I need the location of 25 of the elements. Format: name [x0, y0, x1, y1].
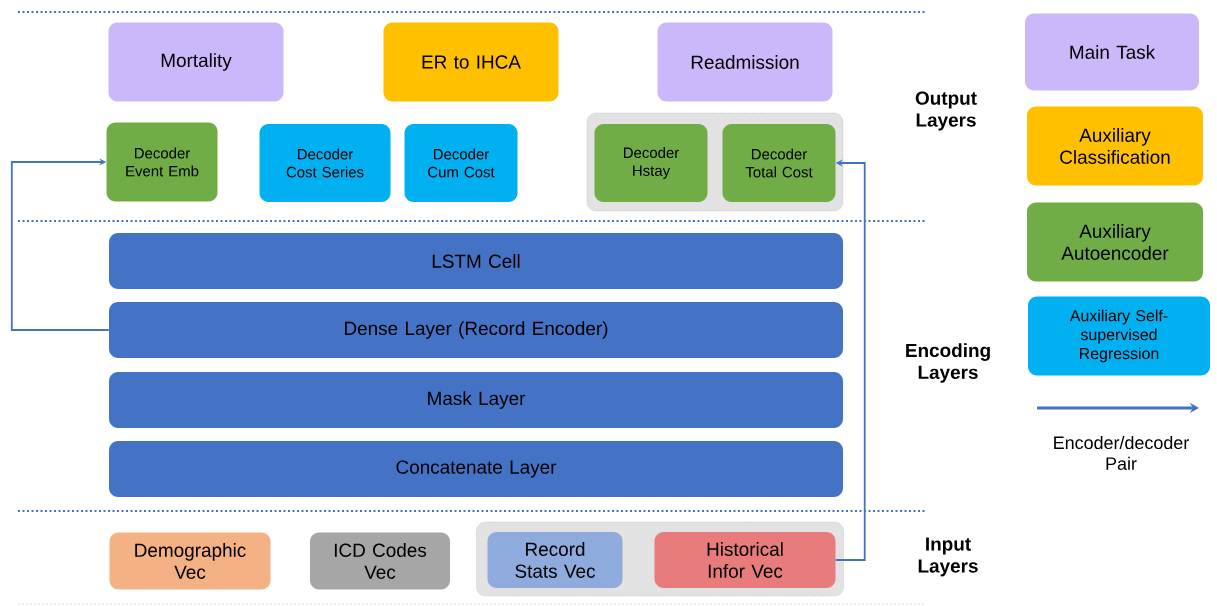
layer-label: Encoding Layers [906, 343, 990, 383]
legend-box: Auxiliary Classification [1027, 106, 1203, 186]
legend-box: Main Task [1025, 13, 1199, 91]
legend-box: Auxiliary Self-supervised Regression [1028, 296, 1210, 376]
layer-label: Output Layers [915, 91, 977, 131]
layer-bar: Dense Layer (Record Encoder) [109, 302, 843, 358]
arrow [10, 158, 110, 331]
task-box: ER to IHCA [383, 22, 559, 102]
layer-bar: LSTM Cell [109, 233, 843, 289]
task-box: Readmission [657, 22, 833, 102]
decoder-box: Decoder Event Emb [106, 122, 218, 202]
decoder-box: Decoder Cost Series [259, 124, 391, 202]
legend-label: Encoder/decoder Pair [1054, 435, 1189, 471]
decoder-box: Decoder Cum Cost [404, 124, 518, 202]
layer-bar: Mask Layer [109, 372, 843, 428]
input-box: Demographic Vec [109, 532, 271, 590]
layer-bar: Concatenate Layer [109, 441, 843, 497]
task-box: Mortality [108, 22, 284, 102]
legend-box: Auxiliary Autoencoder [1027, 202, 1203, 282]
input-box: Historical Infor Vec [654, 532, 836, 588]
decoder-box: Decoder Total Cost [722, 124, 836, 202]
input-box: ICD Codes Vec [310, 532, 450, 590]
decoder-box: Decoder Hstay [594, 124, 708, 202]
input-box: Record Stats Vec [487, 532, 623, 588]
layer-label: Input Layers [918, 537, 978, 577]
